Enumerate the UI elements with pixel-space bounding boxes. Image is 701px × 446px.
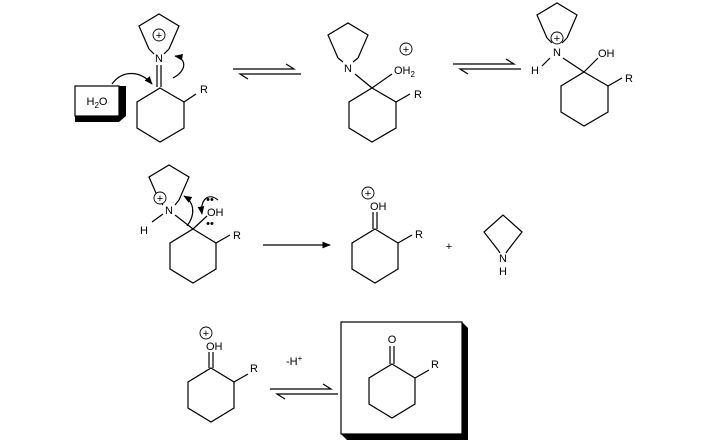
atom-label: H <box>499 266 507 278</box>
lone-pair-icon: •• <box>206 218 214 230</box>
positive-charge-icon: + <box>152 28 166 42</box>
plus-sign: + <box>446 241 452 253</box>
atom-label: OH <box>206 341 223 353</box>
protonated-ketone-row3: + OH R <box>187 326 258 423</box>
atom-label: N <box>553 47 561 59</box>
substituent-r: R <box>431 359 439 371</box>
equilibrium-arrow-icon <box>453 58 521 75</box>
atom-label: H <box>531 65 539 77</box>
svg-text:+: + <box>403 44 409 56</box>
water-label: H2O <box>87 96 108 110</box>
curved-arrow-icon <box>111 72 153 85</box>
protonated-carbinolamine: N + H OH R <box>531 2 633 127</box>
positive-charge-icon: + <box>550 31 564 45</box>
positive-charge-icon: + <box>361 186 375 200</box>
svg-text:+: + <box>156 30 162 42</box>
positive-charge-icon: + <box>399 42 413 56</box>
atom-label: N <box>499 253 507 265</box>
substituent-r: R <box>233 230 241 242</box>
curved-arrow-icon <box>172 54 185 79</box>
equilibrium-arrow-icon <box>233 63 301 80</box>
final-product-box: O R <box>340 321 468 440</box>
equilibrium-arrow-icon <box>270 383 338 400</box>
substituent-r: R <box>414 89 422 101</box>
atom-label: OH2 <box>394 65 416 79</box>
substituent-r: R <box>625 73 633 85</box>
substituent-r: R <box>200 84 208 96</box>
atom-label: OH <box>207 207 224 219</box>
atom-label: OH <box>598 48 615 60</box>
substituent-r: R <box>250 363 258 375</box>
water-reagent-box: H2O <box>74 85 126 122</box>
curved-arrow-icon <box>197 196 219 215</box>
atom-label: N <box>155 53 163 65</box>
lone-pair-icon: •• <box>206 194 214 206</box>
substituent-r: R <box>415 229 423 241</box>
carbinolamine-cleavage: N + H OH •• •• R <box>140 164 241 284</box>
svg-text:+: + <box>365 188 371 200</box>
iminium-ion: N + R H2O <box>74 13 208 143</box>
svg-text:+: + <box>203 328 209 340</box>
positive-charge-icon: + <box>153 191 167 205</box>
pyrrolidine: N H <box>483 214 523 278</box>
atom-label: N <box>344 63 352 75</box>
atom-label: OH <box>370 201 387 213</box>
atom-label: O <box>388 334 397 346</box>
protonated-ketone: + OH R <box>351 186 423 284</box>
svg-text:+: + <box>554 33 560 45</box>
curved-arrow-icon <box>183 195 194 227</box>
positive-charge-icon: + <box>199 326 213 340</box>
deprotonation-label: -H+ <box>286 354 303 368</box>
oxonium-adduct: N OH2 + R <box>327 22 422 143</box>
ketone-product: O R <box>368 334 439 419</box>
atom-label: N <box>165 205 173 217</box>
svg-text:+: + <box>157 193 163 205</box>
atom-label: H <box>140 225 148 237</box>
